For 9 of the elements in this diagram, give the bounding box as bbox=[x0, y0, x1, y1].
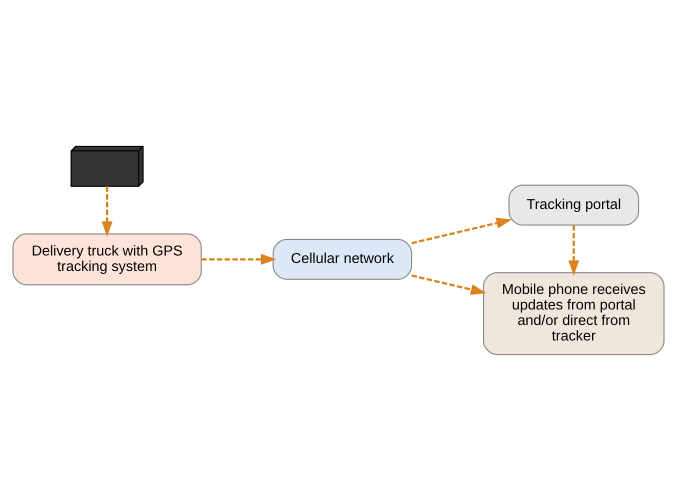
arrow bbox=[201, 253, 276, 264]
node-box: Tracking portal bbox=[508, 184, 640, 226]
arrow bbox=[102, 186, 113, 236]
node-box: Mobile phone receives updates from portal and/or direct from tracker bbox=[482, 272, 665, 355]
arrow bbox=[411, 274, 486, 294]
node-box: Cellular network bbox=[272, 238, 412, 280]
arrow bbox=[411, 217, 512, 244]
arrow bbox=[568, 224, 580, 276]
node-box: Delivery truck with GPS tracking system bbox=[12, 232, 202, 285]
